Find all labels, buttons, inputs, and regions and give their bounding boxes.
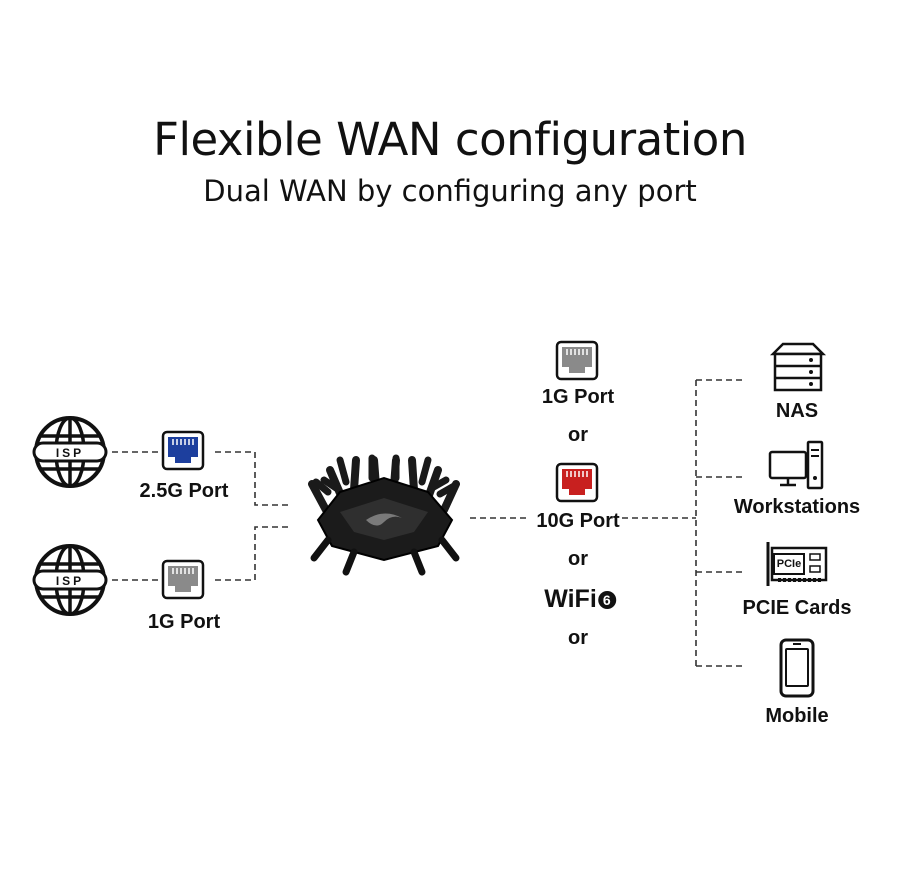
ethernet-port-gray-icon xyxy=(555,340,599,381)
pcie-chip-label: PCIe xyxy=(777,558,801,570)
mobile-label: Mobile xyxy=(765,705,829,727)
workstations-label: Workstations xyxy=(733,496,861,518)
diagram-title: Flexible WAN configuration xyxy=(153,113,747,166)
port-label-10g: 10G Port xyxy=(536,510,620,532)
ethernet-port-gray-icon xyxy=(161,559,205,600)
pcie-card-icon xyxy=(766,542,828,586)
isp-label-bottom: ISP xyxy=(56,574,84,588)
isp-label-top: ISP xyxy=(56,446,84,460)
port-label-1g-left: 1G Port xyxy=(147,611,221,633)
ethernet-port-red-icon xyxy=(555,462,599,503)
workstation-icon xyxy=(768,440,824,490)
pcie-cards-label: PCIE Cards xyxy=(742,597,852,619)
ethernet-port-blue-icon xyxy=(161,430,205,471)
port-label-2-5g: 2.5G Port xyxy=(139,480,229,502)
port-label-1g: 1G Port xyxy=(541,386,615,408)
diagram-subtitle: Dual WAN by configuring any port xyxy=(203,174,697,208)
or-label: or xyxy=(568,424,588,446)
wifi-6-badge: 6 xyxy=(597,591,616,609)
or-label: or xyxy=(568,627,588,649)
isp-globe-icon xyxy=(32,416,108,488)
or-label: or xyxy=(568,548,588,570)
router-icon xyxy=(308,454,460,576)
isp-globe-icon xyxy=(32,544,108,616)
nas-label: NAS xyxy=(775,400,819,422)
nas-icon xyxy=(769,342,827,392)
connector-lines xyxy=(112,379,746,667)
wifi-text: WiFi xyxy=(544,585,597,613)
mobile-icon xyxy=(779,638,815,698)
